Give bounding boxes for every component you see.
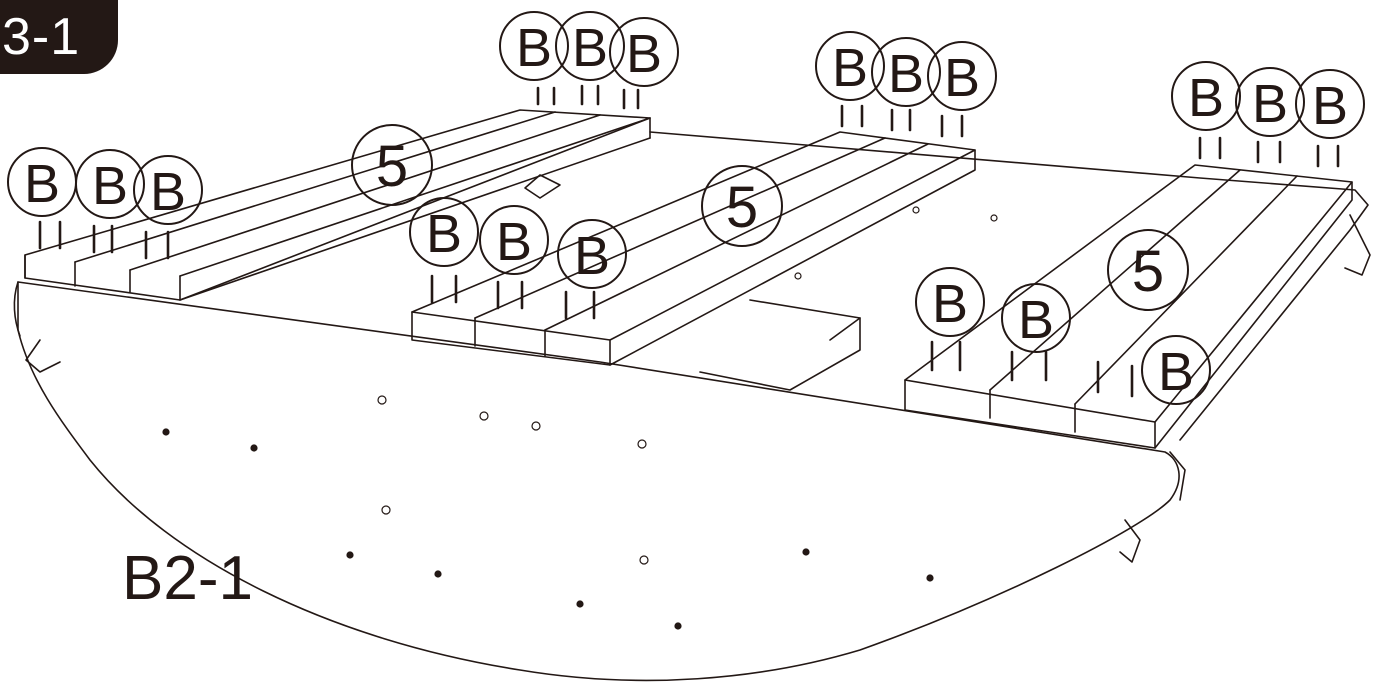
slat-label: 5 <box>1132 239 1164 304</box>
slat-callouts <box>351 124 1189 311</box>
screw-label: B <box>832 38 868 98</box>
back-rail <box>649 131 1369 441</box>
slat-label: 5 <box>376 134 408 199</box>
screw-label: B <box>1188 68 1224 128</box>
part-label: B2-1 <box>122 544 253 613</box>
slat-group-2 <box>411 131 976 366</box>
screw-label: B <box>1018 290 1054 350</box>
screw-label: B <box>932 274 968 334</box>
screw-label: B <box>516 18 552 78</box>
screw-callouts <box>7 11 1365 405</box>
screw-label: B <box>496 212 532 272</box>
slat-label: 5 <box>726 175 758 240</box>
screw-label: B <box>572 18 608 78</box>
screw-label: B <box>574 226 610 286</box>
base-board <box>17 281 1180 682</box>
screw-label: B <box>24 154 60 214</box>
screw-label: B <box>888 44 924 104</box>
screw-set <box>38 84 1340 398</box>
screw-label: B <box>944 48 980 108</box>
screw-label: B <box>426 204 462 264</box>
screw-label: B <box>1158 342 1194 402</box>
screw-label: B <box>1252 74 1288 134</box>
screw-label: B <box>92 156 128 216</box>
step-badge: 3-1 <box>0 0 118 74</box>
screw-label: B <box>150 162 186 222</box>
screw-label: B <box>626 24 662 84</box>
screw-label: B <box>1312 76 1348 136</box>
slat-group-3 <box>904 164 1353 449</box>
hole-set <box>162 206 998 630</box>
